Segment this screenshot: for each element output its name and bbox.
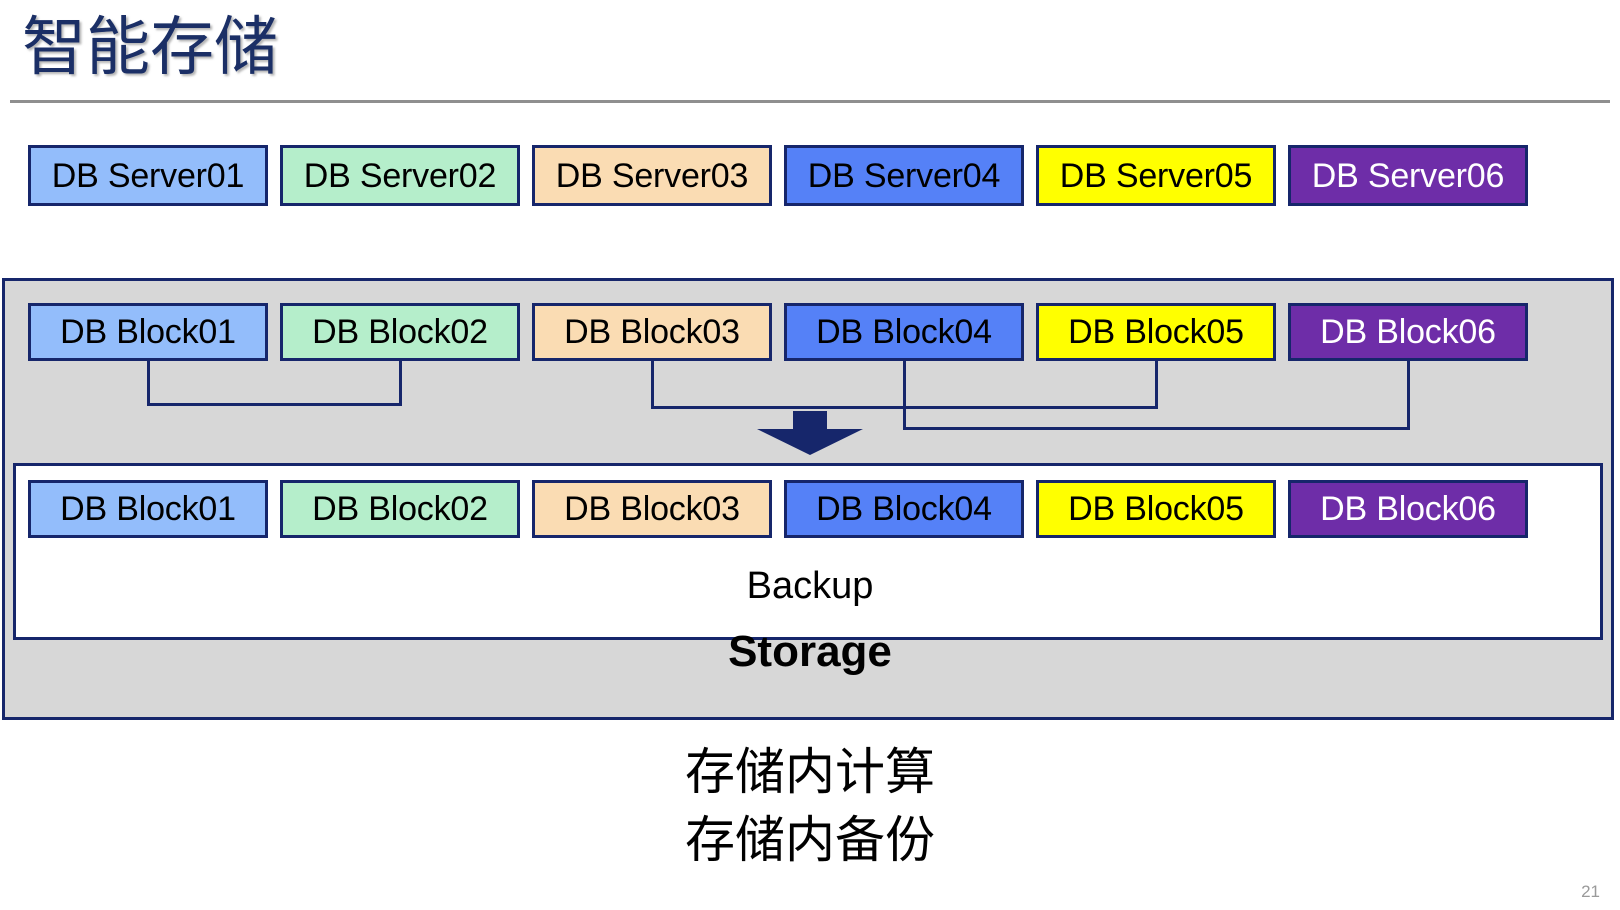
db-server-box-label: DB Server06 — [1311, 156, 1505, 195]
backup-label: Backup — [746, 565, 874, 607]
db-server-box-1: DB Server01 — [28, 145, 268, 206]
db-server-box-label: DB Server04 — [807, 156, 1001, 195]
db-block-backup-box-label: DB Block03 — [564, 490, 740, 528]
db-block-primary-box-1: DB Block01 — [28, 303, 268, 361]
db-server-box-6: DB Server06 — [1288, 145, 1528, 206]
caption-line-2: 存储内备份 — [685, 812, 935, 868]
page-number: 21 — [1581, 882, 1600, 901]
page-title: 智能存储 — [22, 11, 278, 83]
connector-block01-block02-bar — [147, 403, 402, 406]
db-block-primary-box-label: DB Block03 — [564, 313, 740, 351]
db-block-backup-box-6: DB Block06 — [1288, 480, 1528, 538]
connector-block03-block05-stem-2 — [1155, 361, 1158, 409]
caption-line-1: 存储内计算 — [685, 744, 935, 800]
slide-caption: 存储内计算 存储内备份 — [0, 738, 1620, 874]
db-block-backup-box-label: DB Block04 — [816, 490, 992, 528]
db-block-primary-box-label: DB Block02 — [312, 313, 488, 351]
db-server-box-label: DB Server01 — [51, 156, 245, 195]
db-block-backup-box-2: DB Block02 — [280, 480, 520, 538]
db-block-backup-box-label: DB Block02 — [312, 490, 488, 528]
connector-block04-block06-stem-1 — [903, 361, 906, 430]
connector-block01-block02-stem-2 — [399, 361, 402, 406]
connector-block04-block06-stem-2 — [1407, 361, 1410, 430]
db-block-primary-box-label: DB Block01 — [60, 313, 236, 351]
db-server-box-3: DB Server03 — [532, 145, 772, 206]
db-block-primary-box-label: DB Block04 — [816, 313, 992, 351]
db-block-backup-box-label: DB Block06 — [1320, 490, 1496, 528]
db-block-primary-box-4: DB Block04 — [784, 303, 1024, 361]
db-block-backup-box-5: DB Block05 — [1036, 480, 1276, 538]
connector-block04-block06-bar — [903, 427, 1410, 430]
db-block-backup-box-1: DB Block01 — [28, 480, 268, 538]
down-arrow-icon — [757, 411, 863, 455]
db-block-backup-box-3: DB Block03 — [532, 480, 772, 538]
title-divider — [10, 100, 1610, 103]
db-block-backup-box-label: DB Block01 — [60, 490, 236, 528]
db-block-backup-box-4: DB Block04 — [784, 480, 1024, 538]
storage-label: Storage — [728, 627, 892, 676]
db-block-primary-box-3: DB Block03 — [532, 303, 772, 361]
db-block-backup-box-label: DB Block05 — [1068, 490, 1244, 528]
db-server-box-2: DB Server02 — [280, 145, 520, 206]
connector-block03-block05-stem-1 — [651, 361, 654, 409]
db-server-box-label: DB Server03 — [555, 156, 749, 195]
connector-block01-block02-stem-1 — [147, 361, 150, 406]
db-server-box-label: DB Server02 — [303, 156, 497, 195]
db-block-primary-box-label: DB Block05 — [1068, 313, 1244, 351]
db-server-box-5: DB Server05 — [1036, 145, 1276, 206]
db-block-primary-box-5: DB Block05 — [1036, 303, 1276, 361]
db-block-primary-box-label: DB Block06 — [1320, 313, 1496, 351]
db-block-primary-box-2: DB Block02 — [280, 303, 520, 361]
db-block-primary-box-6: DB Block06 — [1288, 303, 1528, 361]
db-server-box-4: DB Server04 — [784, 145, 1024, 206]
db-server-box-label: DB Server05 — [1059, 156, 1253, 195]
